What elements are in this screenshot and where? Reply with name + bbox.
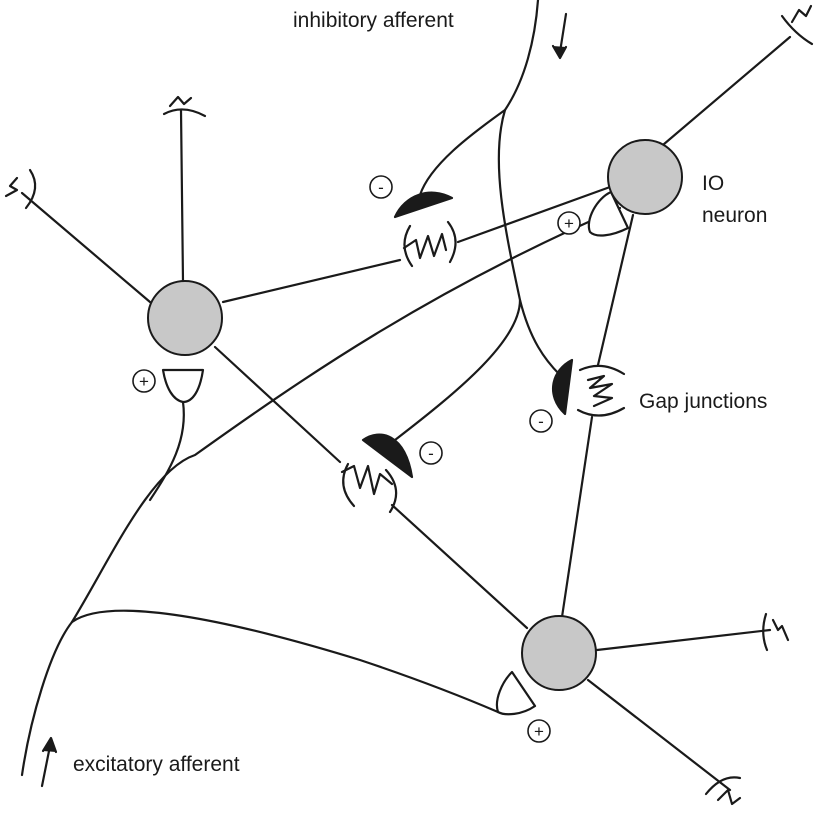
label-io-line2: neuron [702, 204, 767, 227]
label-io-line1: IO [702, 172, 724, 195]
label-excitatory-afferent: excitatory afferent [73, 753, 240, 776]
dendrite-left-upper [20, 191, 152, 304]
neuron-left [147, 280, 223, 356]
sign-plus-excit-io: + [564, 214, 574, 233]
sign-plus-excit-bottom: + [534, 722, 544, 741]
sign-circle-excit-left [132, 369, 156, 393]
excitatory-synapse-left [161, 368, 205, 404]
sign-minus-inhib-top: - [378, 178, 384, 197]
inhibitory-synapse-right [552, 358, 574, 416]
connection-left-to-io-b [456, 185, 612, 244]
connection-left-to-bottom-a [213, 345, 342, 464]
gap-junctions [340, 220, 626, 514]
excitatory-branch-left [148, 400, 185, 502]
sign-glyphs: - + + - - + [139, 178, 574, 741]
dendrite-bottom-lower [586, 678, 732, 792]
gap-junction-right [576, 364, 626, 417]
inhibitory-branch-upper [418, 108, 507, 197]
sign-circle-inhib-mid [419, 441, 443, 465]
label-gap-junctions: Gap junctions [639, 390, 767, 413]
inhibitory-arrow-head [551, 44, 568, 60]
excitatory-branch-bottom [70, 609, 500, 714]
inhibitory-afferent-main [497, 0, 562, 377]
excitatory-arrow-head [41, 736, 58, 754]
inhibitory-synapse-mid [361, 433, 414, 479]
sign-minus-inhib-mid: - [428, 444, 434, 463]
sign-plus-excit-left: + [139, 372, 149, 391]
dendrite-bottom-right [595, 628, 772, 652]
inhibitory-afferent [393, 0, 568, 442]
sign-circle-excit-io [557, 211, 581, 235]
excitatory-synapse-io [587, 190, 630, 237]
labels: inhibitory afferent IO neuron Gap juncti… [73, 9, 767, 776]
neuron-bottom [521, 615, 597, 691]
dendrite-ending-left-upper [4, 168, 37, 210]
dendrite-ending-left-top [162, 95, 207, 118]
neuron-io [607, 139, 683, 215]
excitatory-arrow [40, 744, 52, 788]
label-inhibitory-afferent: inhibitory afferent [293, 9, 454, 32]
dendrite-left-top [179, 108, 185, 284]
sign-circle-excit-bottom [527, 719, 551, 743]
excitatory-afferent-main [20, 206, 622, 777]
sign-minus-inhib-right: - [538, 412, 544, 431]
gap-junction-mid [340, 462, 398, 514]
dendrites [4, 4, 814, 806]
connection-left-to-io-a [221, 258, 402, 304]
dendrite-ending-bottom-lower [704, 776, 742, 806]
inhibitory-synapses [361, 191, 574, 479]
excitatory-synapses [161, 190, 630, 716]
inhibitory-synapse-top [393, 191, 454, 219]
inhibitory-arrow [558, 12, 568, 54]
dendrite-io-upper [655, 35, 792, 152]
neurons [147, 139, 683, 691]
sign-circle-inhib-right [529, 409, 553, 433]
connection-io-to-bottom-b [560, 415, 594, 619]
sign-markers [132, 175, 581, 743]
connection-io-to-bottom-a [596, 213, 635, 367]
dendrite-ending-bottom-right [762, 612, 790, 652]
gap-junction-top [402, 220, 457, 268]
connection-left-to-bottom-b [390, 503, 529, 630]
excitatory-afferent [20, 206, 622, 788]
sign-circle-inhib-top [369, 175, 393, 199]
excitatory-synapse-bottom [495, 670, 537, 716]
neuron-connections [213, 185, 635, 630]
inhibitory-branch-lower [393, 298, 522, 442]
dendrite-ending-io-upper [780, 4, 814, 46]
